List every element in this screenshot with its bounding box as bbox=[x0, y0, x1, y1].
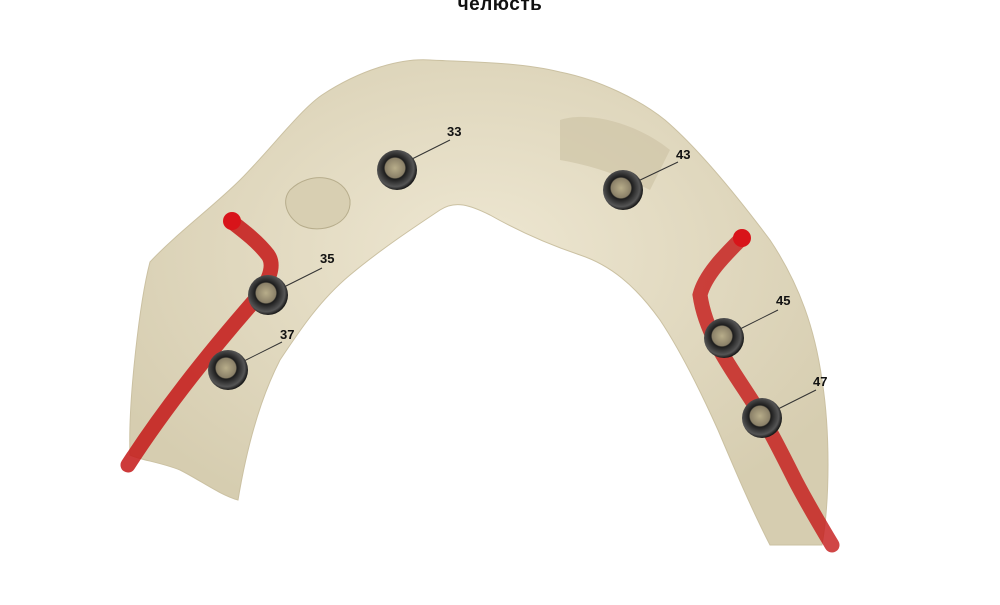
implant-label: 33 bbox=[447, 124, 461, 139]
implant-label: 35 bbox=[320, 251, 334, 266]
implant-37[interactable]: 37 bbox=[208, 327, 294, 390]
implant-43[interactable]: 43 bbox=[603, 147, 690, 210]
implant-label: 37 bbox=[280, 327, 294, 342]
gingiva-ridge bbox=[560, 116, 670, 190]
implant-47[interactable]: 47 bbox=[742, 374, 827, 438]
implant-33[interactable]: 33 bbox=[377, 124, 461, 190]
old-implant-site bbox=[285, 177, 351, 230]
implant-45[interactable]: 45 bbox=[704, 293, 790, 358]
implant-label: 43 bbox=[676, 147, 690, 162]
implant-label: 47 bbox=[813, 374, 827, 389]
implant-label: 45 bbox=[776, 293, 790, 308]
jaw-bone bbox=[129, 59, 829, 546]
jaw-title: челюсть bbox=[457, 0, 543, 15]
nerve-canal-right bbox=[692, 229, 840, 553]
implant-35[interactable]: 35 bbox=[248, 251, 334, 315]
